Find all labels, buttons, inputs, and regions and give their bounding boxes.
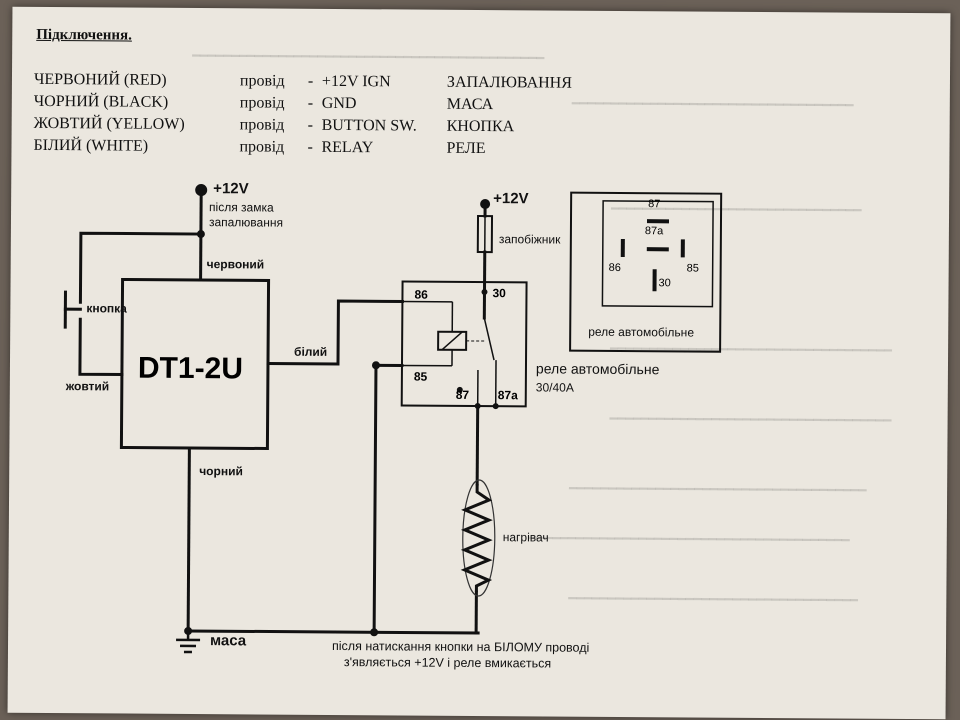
- ground-bus: [186, 629, 480, 635]
- heater-label: нагрівач: [502, 530, 549, 545]
- relay-pin-dot: [456, 386, 463, 393]
- heater-feed-wire: [475, 404, 480, 486]
- unit-name: DT1-2U: [137, 351, 244, 386]
- paper-sheet: ━━━━━━━━━━━━━━━━━━━━━━━━━━━━━━━━━━━━━━━━…: [7, 6, 951, 720]
- inset-pin-87a: 87a: [644, 225, 664, 238]
- ground-label: маса: [209, 632, 247, 650]
- yellow-wire-label: жовтий: [65, 379, 110, 394]
- relay-rating: 30/40A: [535, 380, 574, 395]
- white-wire-label: білий: [294, 344, 328, 359]
- junction-dot: [371, 361, 380, 370]
- red-wire-label: червоний: [206, 257, 265, 272]
- ignition-note: після замка: [209, 200, 274, 215]
- inset-caption: реле автомобільне: [588, 324, 695, 340]
- relay-box: [400, 280, 528, 408]
- relay-pin-85: 85: [413, 369, 428, 384]
- relay-inset-face: [601, 200, 714, 308]
- relay-power-terminal: [480, 199, 491, 210]
- white-wire: [266, 299, 404, 366]
- relay-label: реле автомобільне: [535, 360, 660, 378]
- inset-pin-85: 85: [686, 262, 699, 275]
- relay-voltage-label: +12V: [493, 190, 529, 208]
- junction-dot: [196, 230, 205, 239]
- wiring-diagram: [63, 184, 723, 654]
- junction-dot: [370, 628, 379, 637]
- heater-resistor: [460, 483, 493, 592]
- relay-pin-87: 87: [455, 387, 470, 402]
- relay-coil-diagonal: [441, 331, 463, 351]
- inset-pin-30: 30: [658, 277, 671, 290]
- button-label: кнопка: [86, 301, 127, 316]
- inset-pin-86: 86: [608, 261, 621, 274]
- ignition-voltage-label: +12V: [213, 180, 249, 198]
- ground-symbol: [176, 630, 201, 654]
- yellow-wire: [78, 317, 124, 377]
- relay-switch-arm: [483, 317, 495, 361]
- relay-pin-87a: 87a: [497, 388, 518, 403]
- button-feed-wire: [78, 231, 203, 304]
- black-wire-label: чорний: [199, 464, 243, 479]
- ignition-note: запалювання: [208, 215, 284, 230]
- relay-inset-box: [569, 191, 723, 353]
- relay-ground-wire: [372, 363, 404, 634]
- operation-note: з'являється +12V і реле вмикається: [343, 655, 552, 671]
- fuse-label: запобіжник: [498, 232, 561, 247]
- relay-pin-30: 30: [492, 286, 506, 301]
- unit-box: [119, 277, 271, 451]
- relay-inset-pins: [620, 219, 685, 292]
- operation-note: після натискання кнопки на БІЛОМУ провод…: [331, 638, 590, 655]
- inset-pin-87: 87: [648, 198, 661, 211]
- relay-pin-86: 86: [414, 287, 428, 302]
- ignition-terminal: [195, 184, 208, 197]
- heater-outline: [462, 479, 496, 597]
- black-wire: [186, 446, 191, 633]
